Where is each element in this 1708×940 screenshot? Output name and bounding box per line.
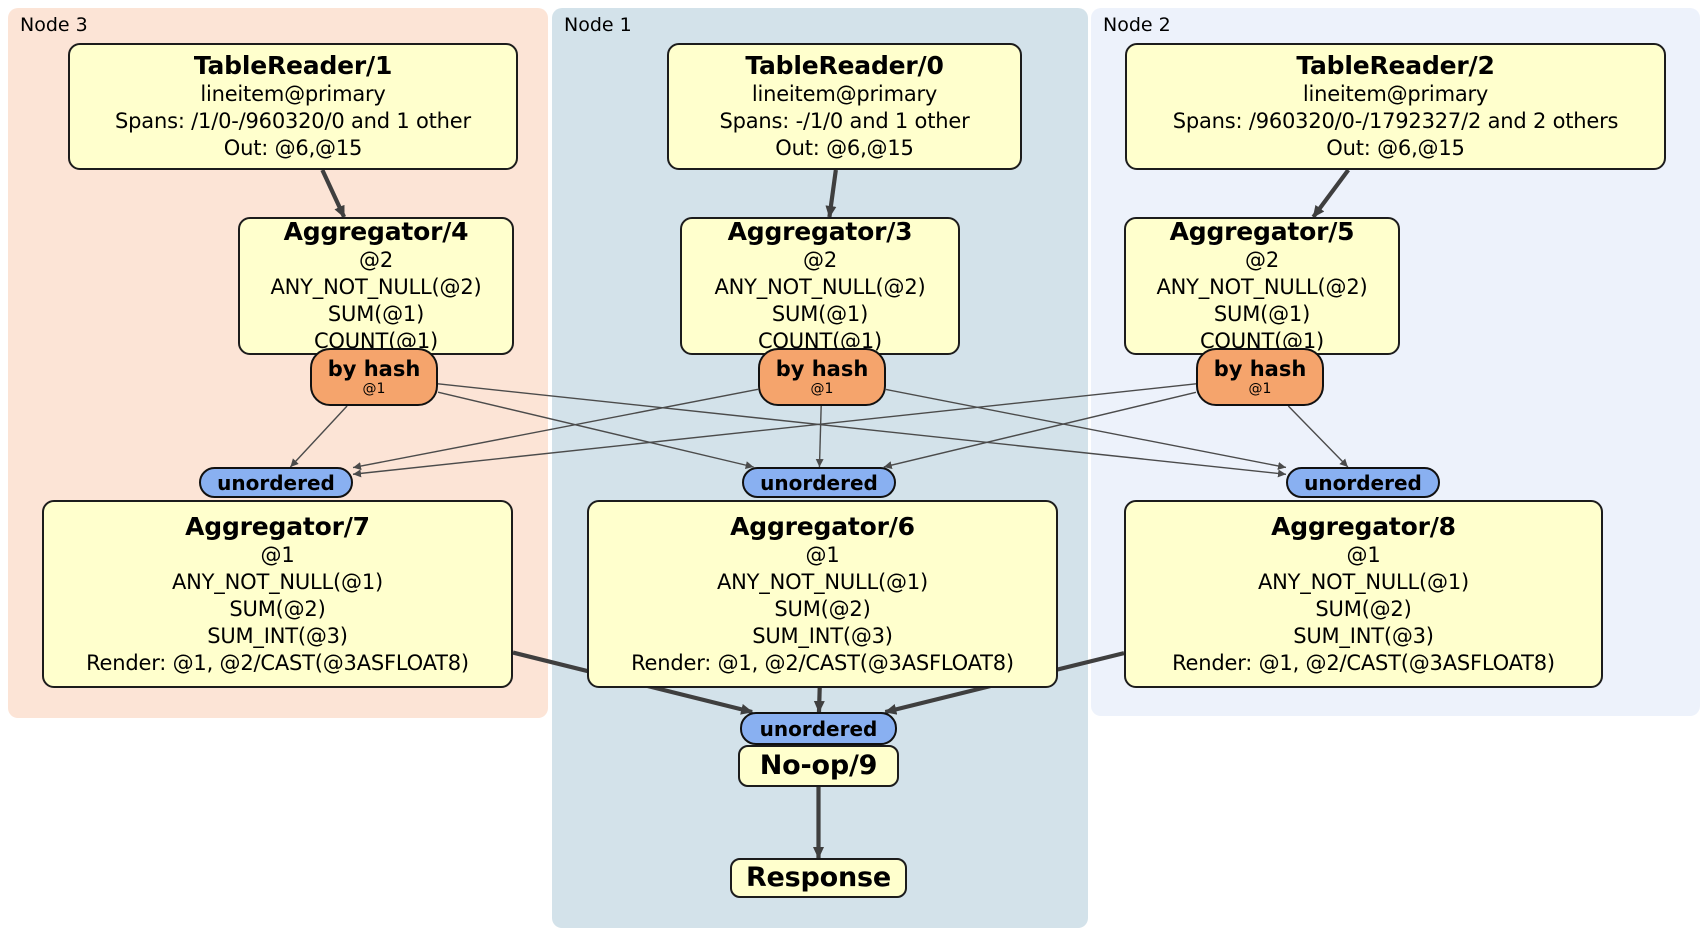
aggregator7-fn3: SUM_INT(@3) [207,623,348,648]
aggregator8-title: Aggregator/8 [1271,511,1456,541]
noop9-title: No-op/9 [759,750,878,781]
aggregator4-fn2: SUM(@1) [327,302,425,326]
hash-router-node1-label: by hash [775,357,869,381]
tablereader0-box: TableReader/0 lineitem@primary Spans: -/… [667,43,1022,170]
aggregator3-title: Aggregator/3 [727,217,913,246]
aggregator5-title: Aggregator/5 [1169,217,1355,246]
hash-router-node3-label: by hash [327,357,421,381]
aggregator8-fn1: ANY_NOT_NULL(@1) [1258,569,1469,594]
aggregator6-box: Aggregator/6 @1 ANY_NOT_NULL(@1) SUM(@2)… [587,500,1058,688]
aggregator7-fn1: ANY_NOT_NULL(@1) [172,569,383,594]
tablereader1-spans: Spans: /1/0-/960320/0 and 1 other [115,109,471,133]
aggregator5-fn1: ANY_NOT_NULL(@2) [1156,275,1368,299]
unordered-stream-node2-label: unordered [1304,470,1422,495]
tablereader0-spans: Spans: -/1/0 and 1 other [719,109,970,133]
unordered-stream-node3-badge: unordered [199,467,353,498]
aggregator6-render: Render: @1, @2/CAST(@3ASFLOAT8) [631,650,1014,675]
aggregator7-box: Aggregator/7 @1 ANY_NOT_NULL(@1) SUM(@2)… [42,500,513,688]
tablereader2-title: TableReader/2 [1296,51,1495,80]
aggregator5-groupcols: @2 [1245,248,1279,272]
aggregator7-fn2: SUM(@2) [229,596,326,621]
tablereader2-spans: Spans: /960320/0-/1792327/2 and 2 others [1172,109,1619,133]
unordered-stream-node1-label: unordered [760,470,878,495]
aggregator6-groupcols: @1 [805,542,840,567]
aggregator8-render: Render: @1, @2/CAST(@3ASFLOAT8) [1172,650,1555,675]
aggregator8-groupcols: @1 [1346,542,1381,567]
aggregator6-title: Aggregator/6 [730,511,915,541]
aggregator8-box: Aggregator/8 @1 ANY_NOT_NULL(@1) SUM(@2)… [1124,500,1603,688]
unordered-stream-final-badge: unordered [740,712,897,745]
unordered-stream-node2-badge: unordered [1286,467,1440,498]
tablereader0-title: TableReader/0 [745,51,944,80]
aggregator4-fn1: ANY_NOT_NULL(@2) [270,275,482,299]
node3-region-label: Node 3 [20,14,88,36]
response-box: Response [730,858,907,898]
aggregator7-render: Render: @1, @2/CAST(@3ASFLOAT8) [86,650,469,675]
aggregator6-fn3: SUM_INT(@3) [752,623,893,648]
aggregator3-fn1: ANY_NOT_NULL(@2) [714,275,926,299]
tablereader2-box: TableReader/2 lineitem@primary Spans: /9… [1125,43,1666,170]
hash-router-node2-cols: @1 [1248,381,1272,397]
tablereader1-box: TableReader/1 lineitem@primary Spans: /1… [68,43,518,170]
aggregator5-box: Aggregator/5 @2 ANY_NOT_NULL(@2) SUM(@1)… [1124,217,1400,355]
tablereader0-out: Out: @6,@15 [775,136,914,160]
tablereader1-index: lineitem@primary [200,82,386,106]
unordered-stream-node3-label: unordered [217,470,335,495]
noop9-box: No-op/9 [738,745,899,787]
aggregator4-box: Aggregator/4 @2 ANY_NOT_NULL(@2) SUM(@1)… [238,217,514,355]
hash-router-node3-cols: @1 [362,381,386,397]
aggregator8-fn2: SUM(@2) [1315,596,1412,621]
aggregator6-fn1: ANY_NOT_NULL(@1) [717,569,928,594]
unordered-stream-node1-badge: unordered [742,467,896,498]
hash-router-node1-cols: @1 [810,381,834,397]
tablereader1-title: TableReader/1 [193,51,393,80]
aggregator3-groupcols: @2 [803,248,837,272]
tablereader2-out: Out: @6,@15 [1326,136,1465,160]
aggregator6-fn2: SUM(@2) [774,596,871,621]
hash-router-node2-label: by hash [1213,357,1307,381]
aggregator7-title: Aggregator/7 [185,511,370,541]
hash-router-node3-badge: by hash @1 [310,348,438,406]
node2-region-label: Node 2 [1103,14,1171,36]
hash-router-node1-badge: by hash @1 [758,348,886,406]
aggregator7-groupcols: @1 [260,542,295,567]
aggregator4-title: Aggregator/4 [283,217,469,246]
node1-region-label: Node 1 [564,14,632,36]
tablereader1-out: Out: @6,@15 [223,136,363,160]
aggregator3-fn2: SUM(@1) [771,302,869,326]
aggregator8-fn3: SUM_INT(@3) [1293,623,1434,648]
hash-router-node2-badge: by hash @1 [1196,348,1324,406]
response-title: Response [745,862,892,893]
aggregator3-box: Aggregator/3 @2 ANY_NOT_NULL(@2) SUM(@1)… [680,217,960,355]
aggregator4-groupcols: @2 [359,248,393,272]
aggregator5-fn2: SUM(@1) [1213,302,1311,326]
unordered-stream-final-label: unordered [759,716,878,741]
tablereader0-index: lineitem@primary [751,82,938,106]
tablereader2-index: lineitem@primary [1302,82,1489,106]
